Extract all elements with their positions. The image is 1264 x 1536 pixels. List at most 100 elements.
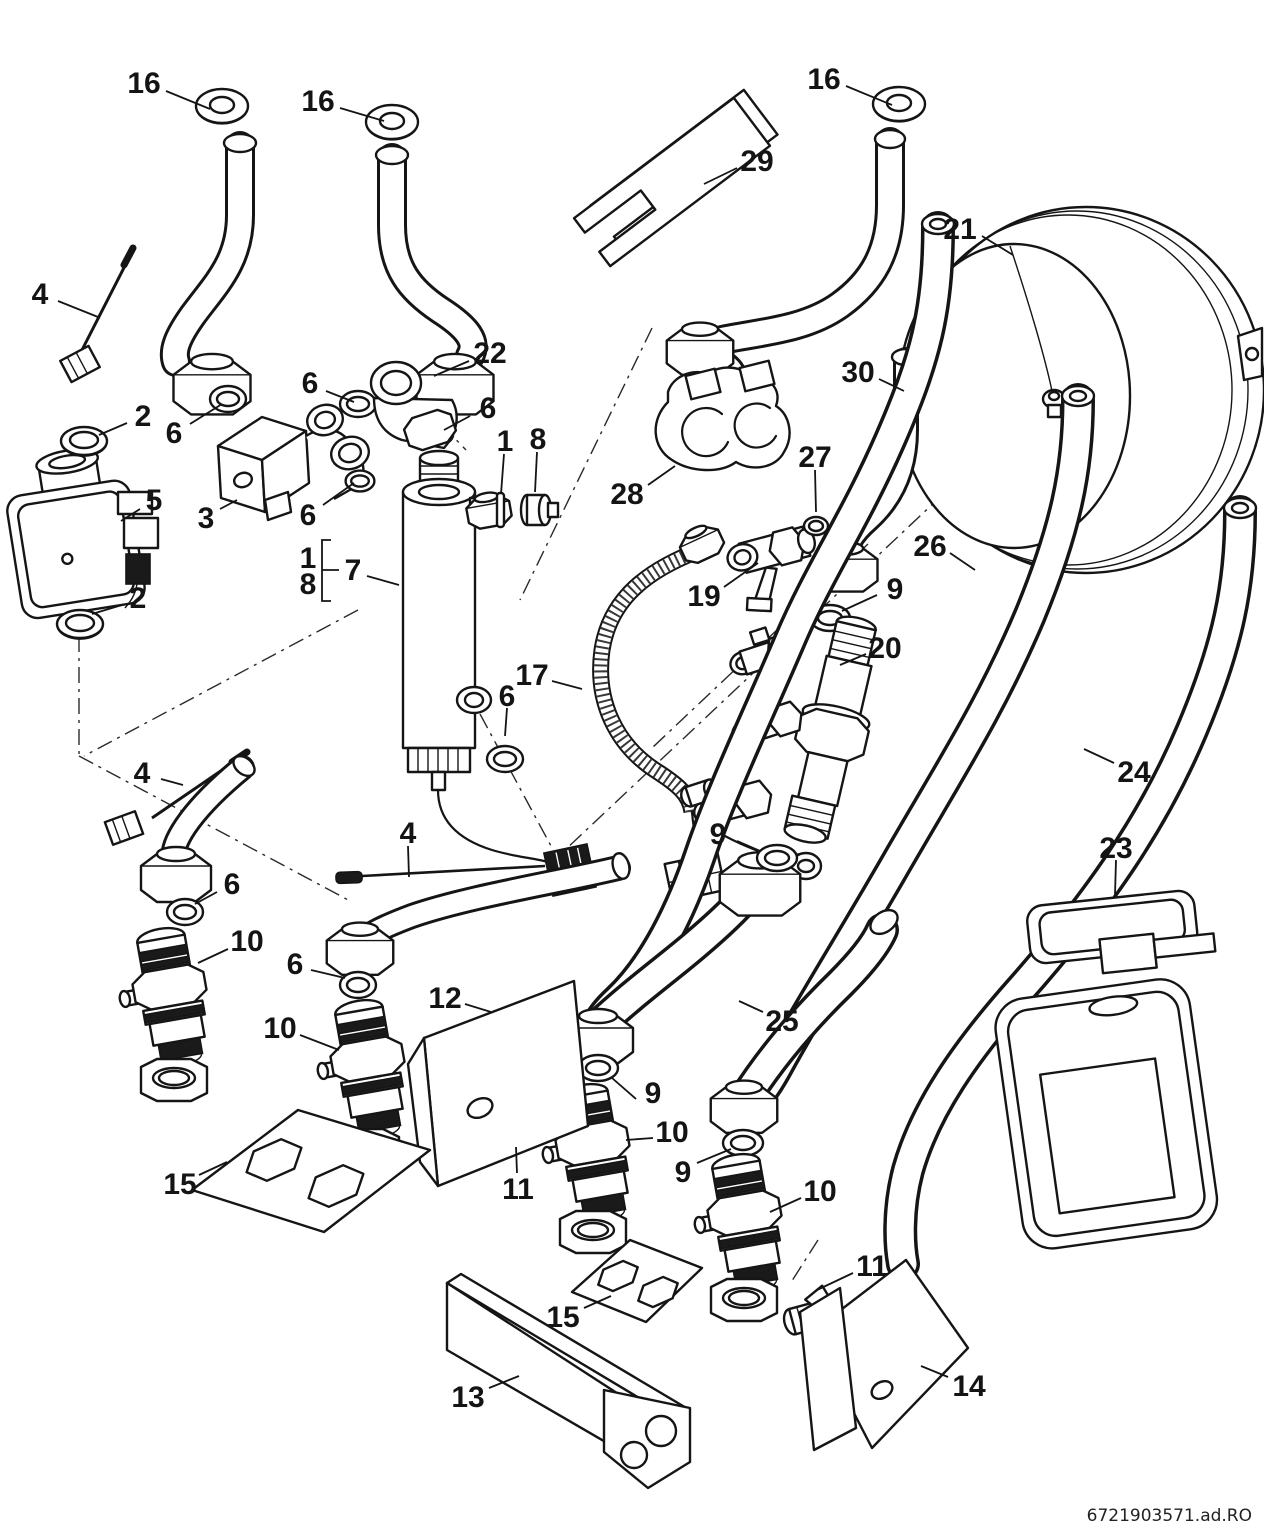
pipe-center-low bbox=[349, 852, 631, 955]
gasket-2-a bbox=[59, 425, 109, 458]
callout-6-e: 6 bbox=[499, 680, 516, 737]
callout-label: 23 bbox=[1099, 832, 1132, 865]
callout-label: 16 bbox=[127, 67, 160, 100]
callout-label: 9 bbox=[710, 818, 727, 851]
manifold-20 bbox=[680, 615, 877, 844]
callout-3: 3 bbox=[198, 499, 238, 535]
callout-label: 26 bbox=[913, 530, 946, 563]
callout-label: 8 bbox=[300, 568, 317, 601]
callout-11-a: 11 bbox=[502, 1146, 534, 1206]
strap-23 bbox=[1026, 889, 1217, 975]
callout-19: 19 bbox=[687, 562, 759, 613]
pin-1 bbox=[495, 491, 506, 529]
callout-9-a: 9 bbox=[841, 573, 903, 612]
callout-10-d: 10 bbox=[769, 1175, 837, 1213]
callout-label: 15 bbox=[163, 1168, 196, 1201]
callout-label: 6 bbox=[166, 417, 183, 450]
locknut-c bbox=[558, 1209, 628, 1255]
callout-label: 6 bbox=[302, 367, 319, 400]
callout-28: 28 bbox=[610, 465, 676, 511]
callout-label: 22 bbox=[473, 337, 506, 370]
callout-label: 4 bbox=[400, 817, 417, 850]
callout-label: 30 bbox=[841, 356, 874, 389]
callout-21: 21 bbox=[943, 213, 1014, 256]
callout-16-c: 16 bbox=[807, 63, 893, 106]
pump-5 bbox=[6, 448, 160, 620]
callout-label: 17 bbox=[515, 659, 548, 692]
ring-27 bbox=[802, 515, 830, 537]
valve-19 bbox=[726, 525, 816, 613]
locknut-a bbox=[139, 1057, 209, 1103]
gasket-6-b bbox=[338, 389, 378, 419]
callout-label: 27 bbox=[798, 441, 831, 474]
callout-label: 10 bbox=[803, 1175, 836, 1208]
controller-display bbox=[994, 978, 1219, 1250]
callout-label: 9 bbox=[645, 1077, 662, 1110]
callout-label: 12 bbox=[428, 982, 461, 1015]
drawing-code: 6721903571.ad.RO bbox=[1087, 1506, 1252, 1526]
callout-label: 25 bbox=[765, 1005, 798, 1038]
callout-10-b: 10 bbox=[263, 1012, 340, 1051]
callout-label: 6 bbox=[480, 392, 497, 425]
callout-25: 25 bbox=[738, 1000, 799, 1038]
callout-label: 11 bbox=[502, 1173, 534, 1206]
callout-6-d: 6 bbox=[443, 392, 497, 431]
washer-16-b bbox=[364, 103, 420, 142]
callout-label: 10 bbox=[263, 1012, 296, 1045]
callout-11-b: 11 bbox=[816, 1250, 888, 1291]
temp-sensor-4a bbox=[59, 244, 137, 384]
callout-4-b: 4 bbox=[134, 757, 184, 790]
washer-16-c bbox=[871, 85, 927, 124]
callout-label: 16 bbox=[807, 63, 840, 96]
callout-1-a: 1 bbox=[497, 425, 514, 495]
callout-5: 5 bbox=[120, 484, 162, 522]
callout-30: 30 bbox=[841, 356, 905, 392]
callout-9-c: 9 bbox=[611, 1077, 662, 1110]
callout-label: 14 bbox=[952, 1370, 986, 1403]
callout-10-c: 10 bbox=[625, 1116, 689, 1149]
gasket-2-b bbox=[55, 608, 105, 641]
callout-label: 15 bbox=[546, 1301, 579, 1334]
gasket-9-b bbox=[755, 843, 799, 873]
callout-label: 28 bbox=[610, 478, 643, 511]
callout-label: 6 bbox=[300, 499, 317, 532]
callout-16-b: 16 bbox=[301, 85, 385, 122]
elbow-fitting-22 bbox=[369, 360, 458, 454]
gasket-9-d bbox=[721, 1128, 765, 1158]
heat-exchanger-7 bbox=[401, 449, 598, 898]
callouts: 16 16 16 29 21 4 22 6 2 6 30 1 8 5 3 6 2… bbox=[32, 63, 1151, 1414]
callout-16-a: 16 bbox=[127, 67, 211, 110]
callout-4-c: 4 bbox=[400, 817, 417, 878]
motor-3 bbox=[216, 415, 311, 522]
callout-label: 24 bbox=[1117, 756, 1151, 789]
callout-label: 16 bbox=[301, 85, 334, 118]
callout-14: 14 bbox=[920, 1365, 986, 1403]
callout-2-a: 2 bbox=[98, 400, 152, 436]
callout-6-b: 6 bbox=[166, 403, 223, 450]
ball-valve-10-d bbox=[682, 1147, 795, 1301]
callout-label: 6 bbox=[499, 680, 516, 713]
callout-label: 10 bbox=[230, 925, 263, 958]
callout-29: 29 bbox=[703, 145, 774, 185]
callout-1-8-bracket: 1 8 7 bbox=[300, 539, 400, 602]
plug-8 bbox=[519, 493, 560, 527]
callout-label: 2 bbox=[130, 582, 147, 615]
callout-15-b: 15 bbox=[546, 1295, 612, 1334]
callout-9-b: 9 bbox=[710, 818, 761, 852]
callout-12: 12 bbox=[428, 982, 492, 1015]
temp-sensor-4c bbox=[335, 864, 546, 885]
callout-label: 2 bbox=[135, 400, 152, 433]
callout-27: 27 bbox=[798, 441, 832, 513]
ball-valve-10-a bbox=[107, 921, 220, 1075]
callout-label: 9 bbox=[675, 1156, 692, 1189]
callout-label: 10 bbox=[655, 1116, 688, 1149]
union-nut-c bbox=[139, 845, 213, 904]
plate-15-b bbox=[570, 1238, 704, 1324]
callout-6-a: 6 bbox=[302, 367, 355, 403]
callout-label: 1 bbox=[497, 425, 514, 458]
plate-15-a bbox=[190, 1108, 432, 1234]
callout-15-a: 15 bbox=[163, 1161, 228, 1201]
callout-6-c: 6 bbox=[300, 482, 355, 532]
callout-label: 11 bbox=[856, 1250, 888, 1283]
pipe-top-left-a bbox=[159, 131, 258, 377]
